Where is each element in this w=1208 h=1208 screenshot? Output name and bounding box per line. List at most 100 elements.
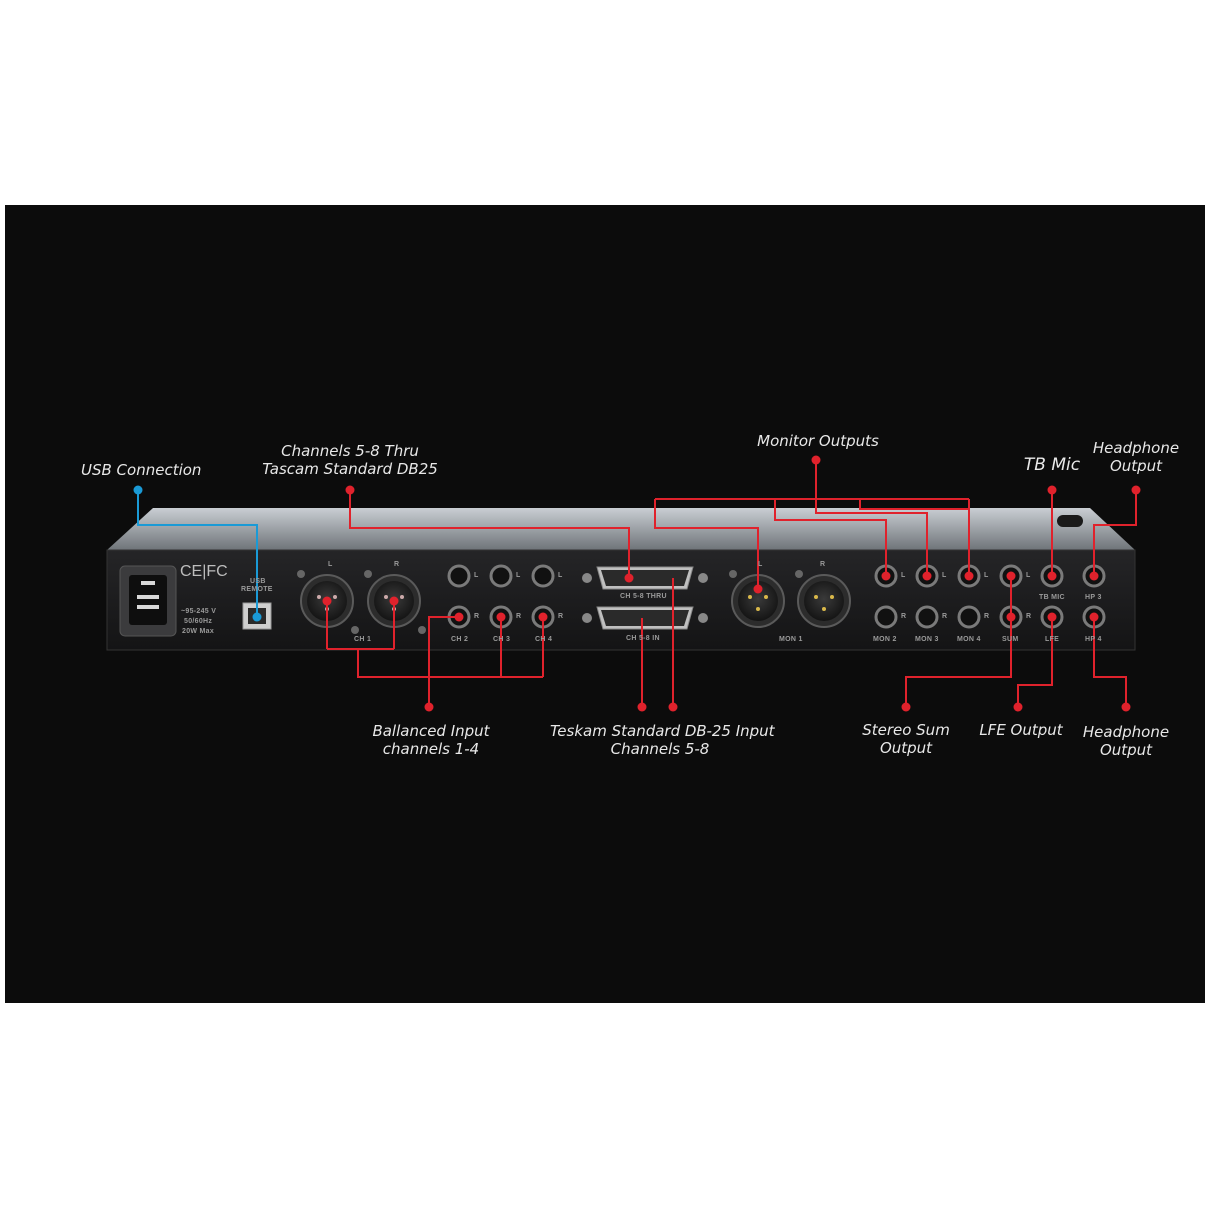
mon1-label: MON 1 [779,636,803,643]
dot [1089,571,1099,581]
ch1-r-label: R [394,561,400,568]
balanced-input-callout: Ballanced Input channels 1-4 [361,722,501,758]
balanced-bar [357,649,543,678]
jack-mon4-r [957,605,981,629]
dot [345,485,355,495]
callout-line: Monitor Outputs [757,432,879,450]
dot [901,702,911,712]
power-inlet [119,565,177,637]
jack-l-label: L [1026,572,1031,579]
tbmic-label: TB MIC [1039,594,1065,601]
lfe-output-callout: LFE Output [971,721,1071,739]
dot [668,702,678,712]
power-spec-3: 20W Max [182,628,215,635]
screw [418,626,426,634]
jack-l-label: L [516,572,521,579]
headphone-bottom-callout: Headphone Output [1076,723,1176,759]
dot [624,573,634,583]
hp4-label: HP 4 [1085,636,1102,643]
stereo-sum-callout: Stereo Sum Output [851,721,961,757]
usb-label-2: REMOTE [241,586,273,593]
dot [1121,702,1131,712]
monitor-to-mon2 [774,499,887,576]
mon4-label: MON 4 [957,636,981,643]
dot [538,612,548,622]
monitor-to-mon1 [654,499,759,589]
lfe-callout-line [1017,617,1053,707]
ch1-l-label: L [328,561,333,568]
diagram-stage: CE|FC ~95-245 V 50/60Hz 20W Max USB REMO… [5,205,1205,1003]
ch3-label: CH 3 [493,636,511,643]
callout-line: Channels 5-8 [610,740,710,758]
device-diagram [106,455,1141,712]
usb-callout-line [137,490,258,617]
jack-ch3-l [489,564,513,588]
dot [1089,612,1099,622]
callout-line: Headphone [1082,723,1170,741]
power-spec-1: ~95-245 V [181,608,217,615]
screw [297,570,305,578]
db25-in-connector [582,606,708,630]
ce-fc-logos: CE|FC [180,563,228,580]
jack-l-label: L [901,572,906,579]
callout-line: Stereo Sum [862,721,950,739]
jack-r-label: R [558,613,564,620]
screw [351,626,359,634]
dot [881,571,891,581]
mon3-label: MON 3 [915,636,939,643]
headphone-top-callout: Headphone Output [1086,439,1186,475]
ch4-label: CH 4 [535,636,553,643]
screw [364,570,372,578]
jack-r-label: R [901,613,907,620]
monitor-outputs-callout: Monitor Outputs [748,432,888,450]
usb-port-dot [252,612,262,622]
db-in-label: CH 5-8 IN [626,635,660,642]
callout-line: Output [1099,741,1153,759]
screw [729,570,737,578]
hp-top-callout-line [1093,490,1137,576]
hp3-label: HP 3 [1085,594,1102,601]
lfe-label: LFE [1045,636,1060,643]
dot [637,702,647,712]
dot [1047,571,1057,581]
dot [1047,612,1057,622]
jack-r-label: R [942,613,948,620]
jack-ch4-l [531,564,555,588]
dot [454,612,464,622]
rack-ear-hole [1057,515,1083,527]
callout-line: channels 1-4 [382,740,480,758]
mon1-r-label: R [820,561,826,568]
dot [322,596,332,606]
jack-r-label: R [1026,613,1032,620]
jack-l-label: L [558,572,563,579]
balanced-callout-line [428,616,459,707]
dot [1013,702,1023,712]
db-thru-label: CH 5-8 THRU [620,593,667,600]
dot [964,571,974,581]
callout-line: LFE Output [979,721,1063,739]
db25-thru-connector [582,566,708,590]
ch1-label: CH 1 [354,636,372,643]
dot [389,596,399,606]
jack-l-label: L [474,572,479,579]
usb-callout-dot [133,485,143,495]
dot [1131,485,1141,495]
sum-callout-line [905,576,1012,707]
ch2-label: CH 2 [451,636,469,643]
mon1-l-label: L [758,561,763,568]
dot [496,612,506,622]
usb-connection-callout: USB Connection [81,461,201,479]
mon2-label: MON 2 [873,636,897,643]
dot [811,455,821,465]
dot [753,584,763,594]
rear-panel [106,549,1136,651]
monitor-to-mon3 [815,499,928,576]
xlr-output-mon1-l [731,574,785,628]
callout-line: Tascam Standard DB25 [262,460,438,478]
thru-callout-line [349,490,630,578]
jack-r-label: R [984,613,990,620]
screw [795,570,803,578]
jack-mon2-r [874,605,898,629]
jack-mon3-r [915,605,939,629]
usb-label-1: USB [250,578,266,585]
